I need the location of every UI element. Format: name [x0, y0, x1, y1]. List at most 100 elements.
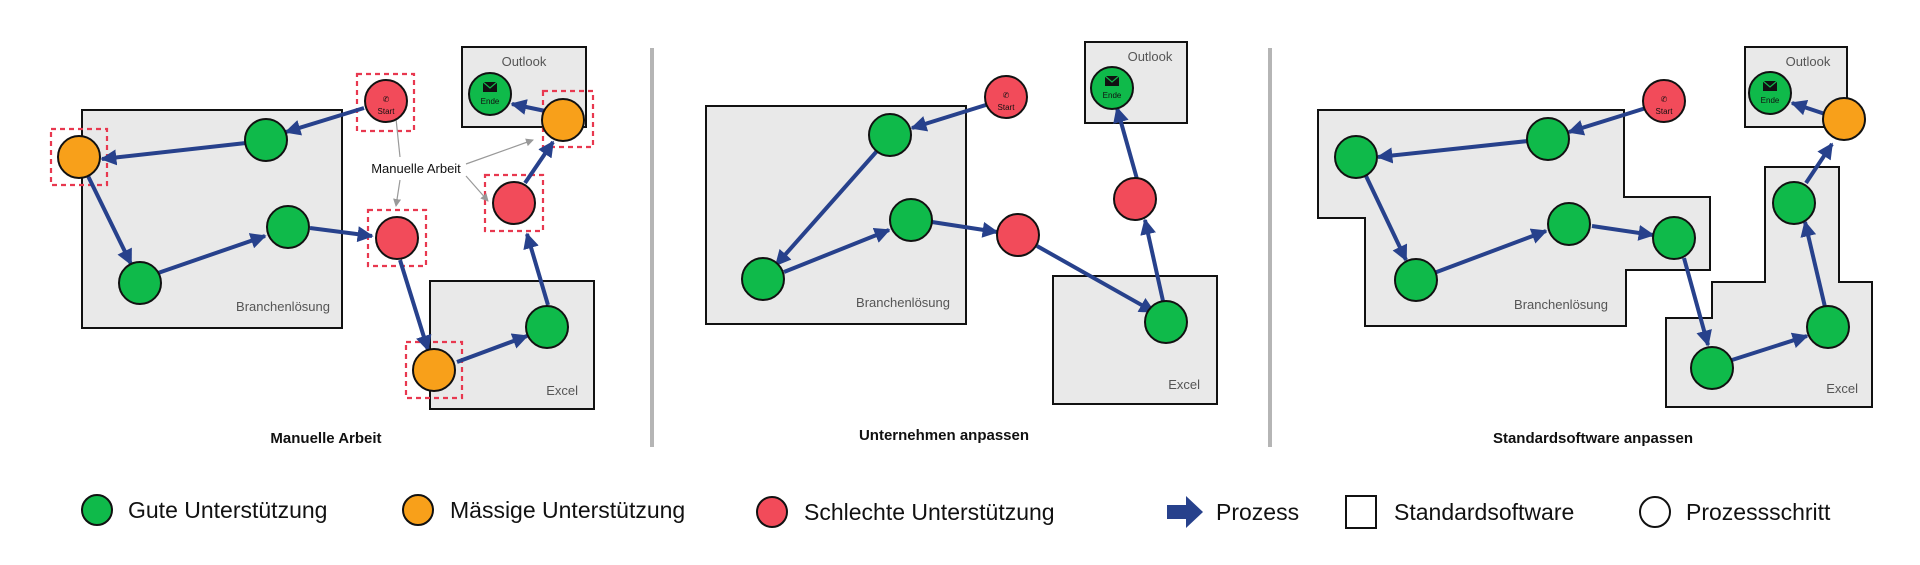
legend-label-step: Prozessschritt [1686, 499, 1831, 525]
process-flow [1364, 99, 1834, 362]
legend-item-medium: Mässige Unterstützung [402, 494, 685, 526]
manual-highlight [404, 340, 464, 400]
process-arrow [398, 259, 432, 352]
phone-icon: ✆ [383, 95, 390, 104]
end-step-label: Ende [1761, 96, 1780, 105]
process-step-bad [492, 181, 536, 225]
process-step-bad [375, 216, 419, 260]
process-arrow [309, 226, 374, 243]
process-arrow [1113, 106, 1139, 180]
process-arrow [1804, 142, 1834, 185]
process-arrow [1731, 332, 1809, 362]
mail-icon [1105, 76, 1119, 86]
system-label-branchenloesung: Branchenlösung [236, 299, 330, 314]
legend-swatch-step [1639, 496, 1671, 528]
panel-caption: Standardsoftware anpassen [1493, 430, 1693, 447]
process-step-good [741, 257, 785, 301]
start-step-label: Start [378, 107, 396, 116]
process-arrow [931, 220, 999, 238]
system-label-outlook: Outlook [502, 54, 547, 69]
legend-label-good: Gute Unterstützung [128, 497, 327, 523]
process-arrow [1591, 224, 1655, 241]
process-arrow [1433, 228, 1548, 275]
system-label-branchenloesung: Branchenlösung [1514, 297, 1608, 312]
legend-swatch-medium [402, 494, 434, 526]
process-step-good [1806, 305, 1850, 349]
process-step-good [1394, 258, 1438, 302]
arrow-icon [1167, 496, 1203, 528]
legend-swatch-bad [756, 496, 788, 528]
start-step-label: Start [1656, 107, 1674, 116]
legend-label-medium: Mässige Unterstützung [450, 497, 685, 523]
process-arrow [456, 333, 529, 364]
legend-item-bad: Schlechte Unterstützung [756, 496, 1055, 528]
process-step-medium [412, 348, 456, 392]
process-step-good [1772, 181, 1816, 225]
process-arrow [523, 232, 550, 306]
process-step-good [1547, 202, 1591, 246]
system-label-branchenloesung: Branchenlösung [856, 295, 950, 310]
process-arrow [1364, 175, 1408, 262]
process-step-good [118, 261, 162, 305]
start-step [1642, 79, 1686, 123]
system-label-excel: Excel [546, 383, 578, 398]
system-label-excel: Excel [1168, 377, 1200, 392]
process-flow [86, 99, 555, 364]
annotation-label: Manuelle Arbeit [371, 161, 461, 176]
process-step-good [1334, 135, 1378, 179]
legend-label-software: Standardsoftware [1394, 499, 1574, 525]
legend: Gute Unterstützung Mässige Unterstützung… [81, 494, 1831, 529]
system-box-outlook [1084, 41, 1188, 124]
panel-caption: Manuelle Arbeit [270, 430, 381, 447]
process-step-medium [541, 98, 585, 142]
process-arrow [1567, 106, 1647, 136]
process-step-good [525, 305, 569, 349]
panel-caption: Unternehmen anpassen [859, 427, 1029, 444]
legend-item-step: Prozessschritt [1639, 496, 1831, 528]
process-arrow [523, 140, 555, 185]
process-arrow [1140, 218, 1165, 302]
process-step-good [1690, 346, 1734, 390]
process-arrow [1790, 99, 1826, 116]
system-label-excel: Excel [1826, 381, 1858, 396]
process-arrow [774, 149, 879, 267]
process-arrow [86, 175, 133, 266]
legend-item-good: Gute Unterstützung [81, 494, 327, 526]
phone-icon: ✆ [1661, 95, 1668, 104]
process-step-good [266, 205, 310, 249]
manual-highlight [355, 72, 416, 133]
mail-icon [1763, 81, 1777, 91]
system-label-outlook: Outlook [1786, 54, 1831, 69]
process-step-good [1144, 300, 1188, 344]
system-label-outlook: Outlook [1128, 49, 1173, 64]
legend-label-process: Prozess [1216, 499, 1299, 525]
process-arrow [157, 233, 267, 275]
process-arrow [100, 141, 247, 166]
panel-manuelle-arbeit: Branchenlösung Excel Outlook Manuelle Ar… [49, 46, 595, 447]
process-arrow [1682, 257, 1712, 347]
process-step-good [1526, 117, 1570, 161]
legend-item-software: Standardsoftware [1345, 495, 1574, 529]
annotation-pointer [465, 138, 534, 165]
process-step-good [889, 198, 933, 242]
process-arrow [1376, 139, 1529, 164]
annotation-pointer [465, 175, 489, 202]
panel-unternehmen-anpassen: Branchenlösung Excel Outlook ✆ Start End… [705, 41, 1218, 444]
annotation-pointer [393, 179, 402, 207]
process-step-good [244, 118, 288, 162]
legend-label-bad: Schlechte Unterstützung [804, 499, 1055, 525]
process-step-medium [57, 135, 101, 179]
process-arrow [1036, 244, 1156, 314]
process-step-good [868, 113, 912, 157]
end-step-label: Ende [1103, 91, 1122, 100]
end-step [1090, 66, 1134, 110]
process-step-bad [1113, 177, 1157, 221]
process-arrow [1800, 220, 1827, 308]
system-box-excel [1052, 275, 1218, 405]
start-step-label: Start [998, 103, 1016, 112]
start-step [984, 75, 1028, 119]
end-step [468, 72, 512, 116]
process-step-good [1652, 216, 1696, 260]
panel-standardsoftware-anpassen: Branchenlösung Excel Outlook ✆ Start [1317, 46, 1873, 447]
